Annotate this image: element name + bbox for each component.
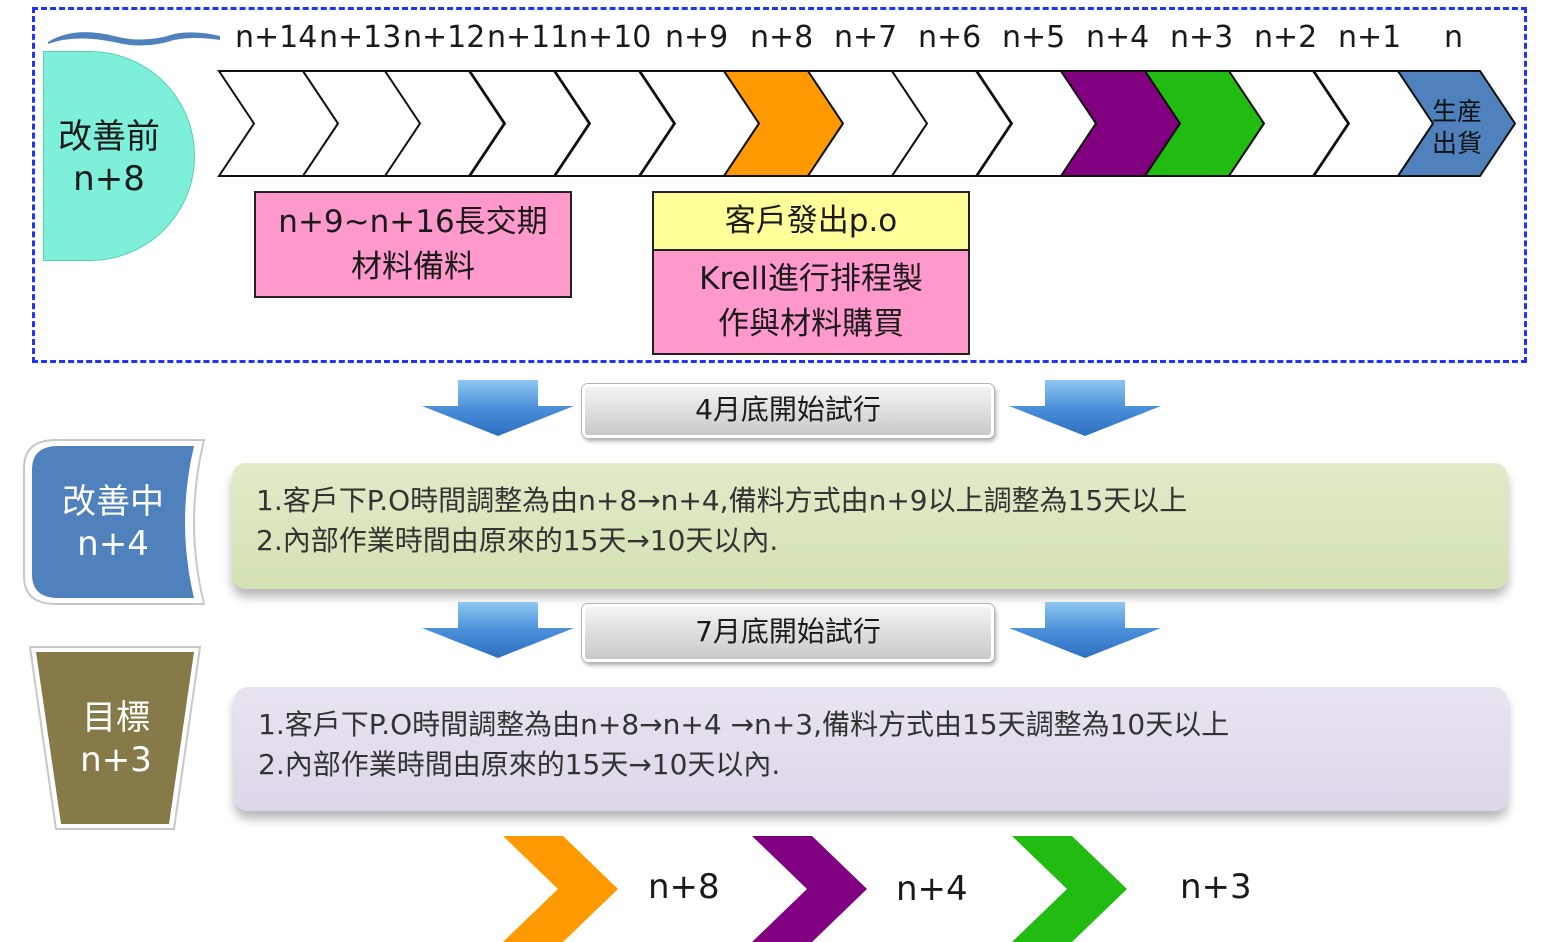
goal-note-1: 1.客戶下P.O時間調整為由n+8→n+4 →n+3,備料方式由15天調整為10… [258, 708, 1230, 741]
ship-step-label: 生産 出貨 [1412, 96, 1502, 160]
down-arrow-icon [422, 602, 574, 658]
day-label: n [1444, 20, 1464, 55]
stage-before-value: n+8 [73, 159, 145, 199]
goal-note-2: 2.內部作業時間由原來的15天→10天以內. [258, 748, 781, 781]
customer-po-label: 客戶發出p.o [724, 202, 898, 239]
legend-label-n3: n+3 [1180, 867, 1252, 907]
day-label: n+8 [750, 20, 814, 55]
stage-goal-value: n+3 [80, 740, 152, 780]
during-note-1: 1.客戶下P.O時間調整為由n+8→n+4,備料方式由n+9以上調整為15天以上 [256, 484, 1188, 517]
stage-during-title: 改善中 [62, 482, 164, 522]
stage-goal-badge [28, 646, 202, 830]
stage-goal-title: 目標 [82, 698, 150, 738]
down-arrow-icon [1009, 380, 1161, 436]
down-arrow-icon [422, 380, 574, 436]
krell-line-1: Krell進行排程製 [699, 261, 923, 297]
day-label: n+9 [665, 20, 729, 55]
legend-purple-chevron-icon [752, 836, 867, 942]
day-label: n+12 [403, 20, 486, 55]
day-label: n+14 [235, 20, 318, 55]
day-label: n+7 [834, 20, 898, 55]
wave-decoration-icon [48, 32, 220, 46]
customer-po-box: 客戶發出p.o [652, 191, 970, 251]
ship-line-2: 出貨 [1431, 129, 1482, 158]
day-label: n+4 [1086, 20, 1150, 55]
down-arrow-icon [1009, 602, 1161, 658]
krell-line-2: 作與材料購買 [718, 306, 904, 342]
long-lead-material-box: n+9~n+16長交期 材料備料 [254, 191, 572, 298]
trial-april-label: 4月底開始試行 [582, 384, 994, 438]
during-notes-panel: 1.客戶下P.O時間調整為由n+8→n+4,備料方式由n+9以上調整為15天以上… [232, 463, 1508, 589]
stage-during-badge [23, 439, 206, 605]
goal-notes-panel: 1.客戶下P.O時間調整為由n+8→n+4 →n+3,備料方式由15天調整為10… [234, 687, 1508, 811]
stage-during-value: n+4 [77, 524, 149, 564]
during-note-2: 2.內部作業時間由原來的15天→10天以內. [256, 524, 779, 557]
day-label: n+3 [1170, 20, 1234, 55]
day-label: n+5 [1002, 20, 1066, 55]
krell-schedule-box: Krell進行排程製 作與材料購買 [652, 249, 970, 355]
stage-during-text: 改善中 n+4 [48, 481, 178, 565]
stage-before-title: 改善前 [58, 117, 160, 157]
stage-before-text: 改善前 n+8 [43, 116, 175, 200]
legend-label-n8: n+8 [648, 867, 720, 907]
legend-green-chevron-icon [1012, 836, 1127, 942]
day-label: n+11 [487, 20, 570, 55]
trial-july-label: 7月底開始試行 [582, 604, 994, 662]
stage-goal-text: 目標 n+3 [56, 697, 176, 781]
before-improvement-frame [32, 7, 1527, 363]
ship-line-1: 生産 [1431, 97, 1482, 126]
legend-orange-chevron-icon [503, 836, 618, 942]
long-lead-line-2: 材料備料 [351, 248, 475, 285]
day-label: n+6 [918, 20, 982, 55]
legend-label-n4: n+4 [896, 869, 968, 909]
timeline-chevrons [217, 70, 1517, 177]
day-label: n+2 [1254, 20, 1318, 55]
chevron-step-blue [1396, 70, 1517, 177]
long-lead-line-1: n+9~n+16長交期 [278, 203, 548, 240]
day-label: n+1 [1338, 20, 1402, 55]
day-label: n+13 [319, 20, 402, 55]
day-label: n+10 [569, 20, 652, 55]
